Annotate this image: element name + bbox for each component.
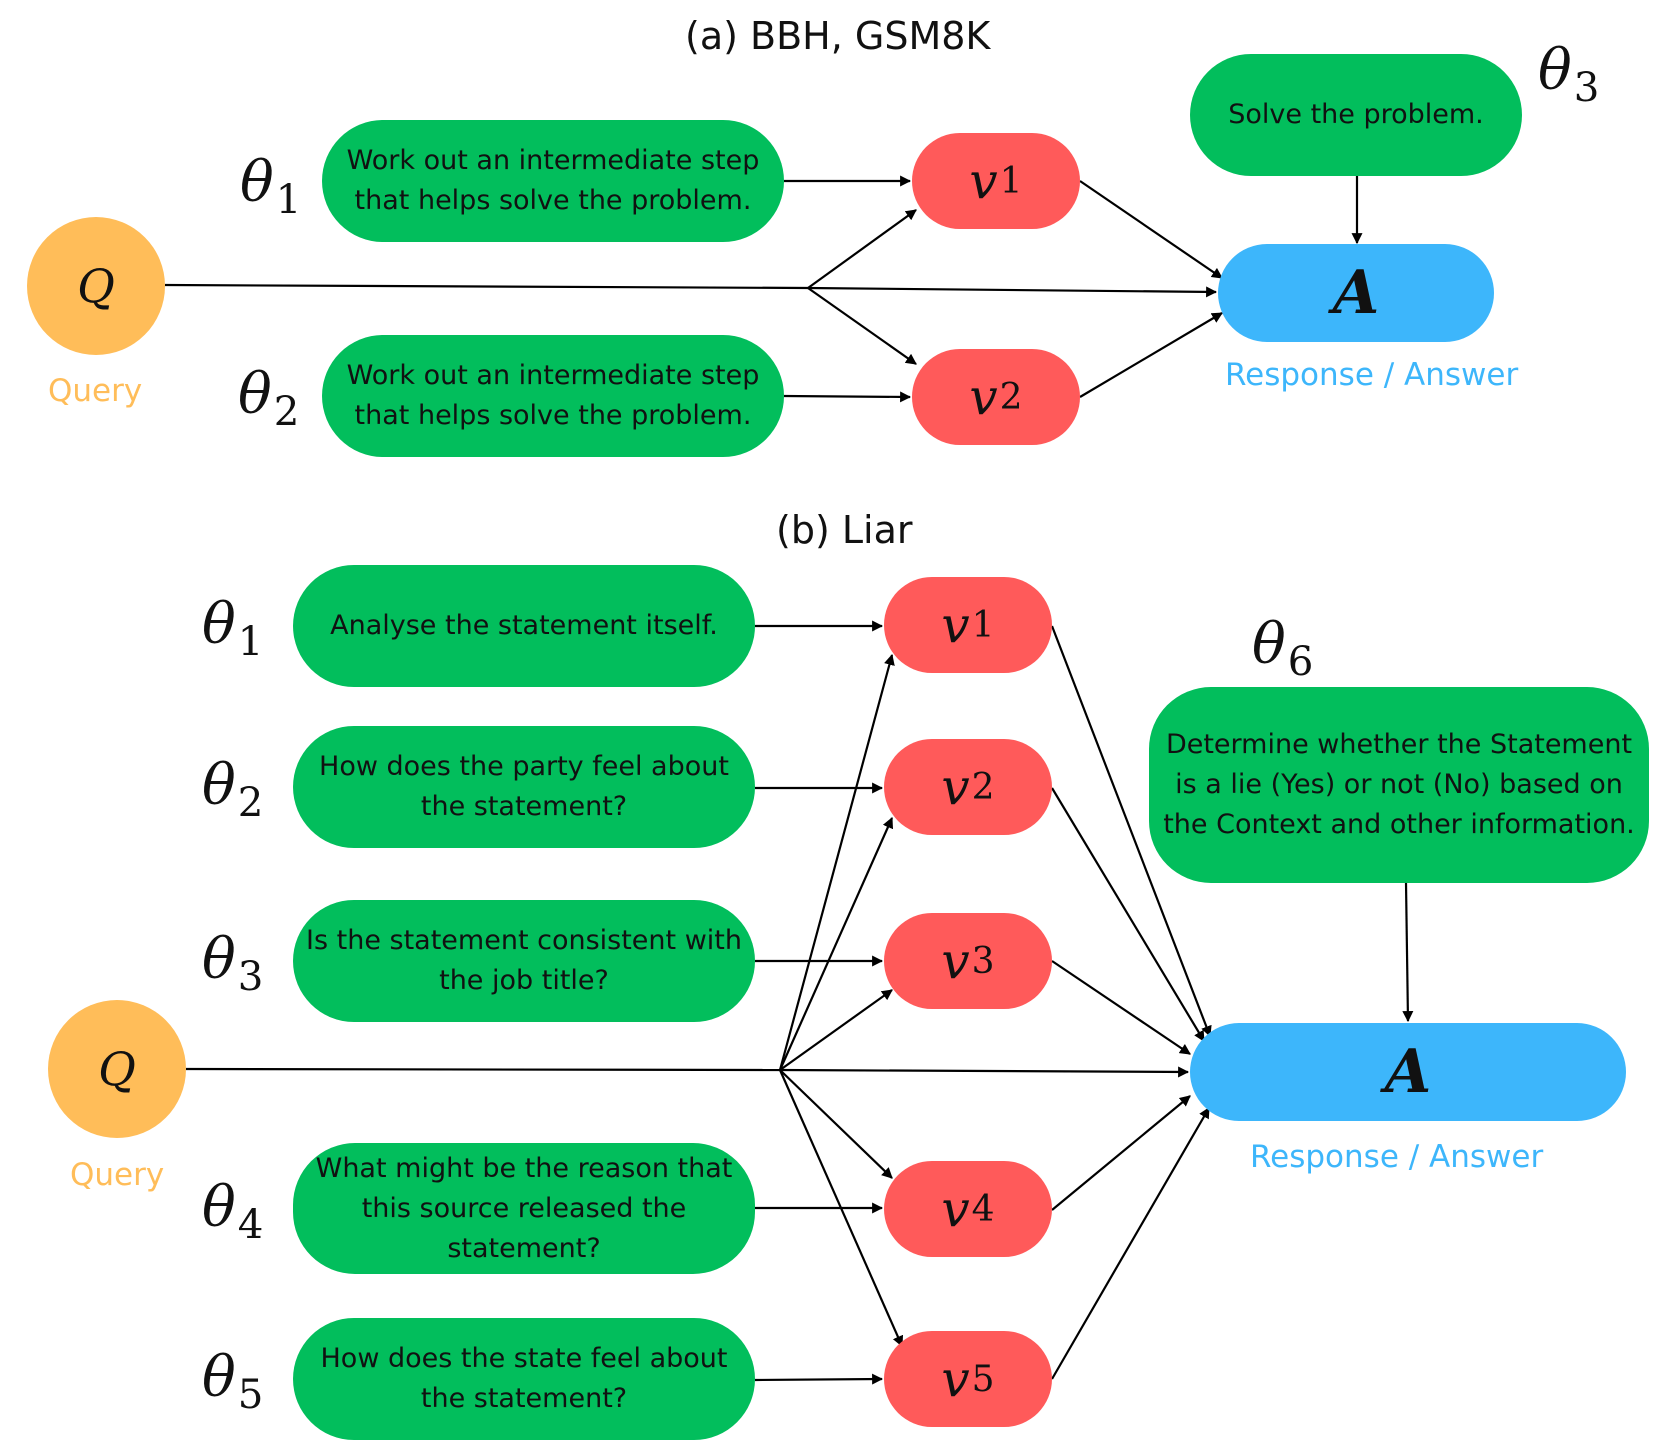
theta-label-b-4: θ4 [202, 1175, 264, 1249]
theta-label-b-1: θ1 [202, 592, 264, 666]
edge-a-v2-to-answer [1079, 312, 1223, 398]
query-caption-b: Query [70, 1157, 165, 1193]
edge-b-branch-to-v2 [778, 816, 894, 1071]
edge-b-branch-to-v1 [778, 653, 895, 1071]
answer-node-b: A [1190, 1023, 1626, 1121]
edge-b-query-to-branch [185, 1067, 781, 1072]
edge-a-v1-to-answer [1079, 180, 1223, 279]
edge-b-v2-to-answer [1051, 787, 1205, 1042]
prompt-box-b-4: What might be the reason that this sourc… [293, 1143, 755, 1274]
query-node-a: Q [27, 217, 165, 355]
edge-a-branch-to-v1 [807, 209, 917, 289]
prompt-box-a-1: Work out an intermediate step that helps… [322, 120, 784, 242]
theta-label-a-2: θ2 [238, 362, 300, 436]
panel-b-title: (b) Liar [776, 508, 913, 552]
theta-label-b-6: θ6 [1252, 612, 1314, 686]
edge-a-branch-to-answer [807, 286, 1218, 298]
prompt-box-a-3: Solve the problem. [1190, 54, 1522, 176]
edge-b-branch-to-v4 [779, 1069, 893, 1179]
edge-b-branch-to-answer [779, 1066, 1190, 1078]
prompt-box-a-2: Work out an intermediate step that helps… [322, 335, 784, 457]
theta-label-a-3: θ3 [1538, 38, 1600, 112]
theta-label-a-1: θ1 [240, 150, 302, 224]
edge-a-query-to-branch [164, 283, 809, 290]
prompt-box-b-2: How does the party feel about the statem… [293, 726, 755, 848]
answer-caption-a: Response / Answer [1225, 357, 1519, 393]
answer-node-a: A [1218, 244, 1494, 342]
prompt-box-b-5: How does the state feel about the statem… [293, 1318, 755, 1440]
edge-b-v4-to-answer [1051, 1095, 1191, 1211]
query-caption-a: Query [48, 373, 143, 409]
prompt-box-b-1: Analyse the statement itself. [293, 565, 755, 687]
edge-b-v3-to-answer [1051, 960, 1191, 1055]
edge-b-v5-to-answer [1051, 1107, 1210, 1380]
edge-b-v1-to-answer [1050, 625, 1212, 1038]
prompt-box-b-6: Determine whether the Statement is a lie… [1149, 687, 1649, 883]
query-node-b: Q [48, 1000, 186, 1138]
panel-a-title: (a) BBH, GSM8K [685, 14, 991, 58]
theta-label-b-3: θ3 [202, 927, 264, 1001]
theta-label-b-2: θ2 [202, 753, 264, 827]
answer-caption-b: Response / Answer [1250, 1139, 1544, 1175]
edge-a-branch-to-v2 [807, 287, 917, 365]
prompt-box-b-3: Is the statement consistent with the job… [293, 900, 755, 1022]
edge-b-branch-to-v3 [779, 989, 893, 1071]
edge-b-prompt5-to-v5 [754, 1373, 884, 1385]
edge-a-prompt2-to-v2 [783, 391, 912, 403]
theta-label-b-5: θ5 [202, 1345, 264, 1419]
edge-b-prompt6-to-answer [1402, 882, 1414, 1023]
